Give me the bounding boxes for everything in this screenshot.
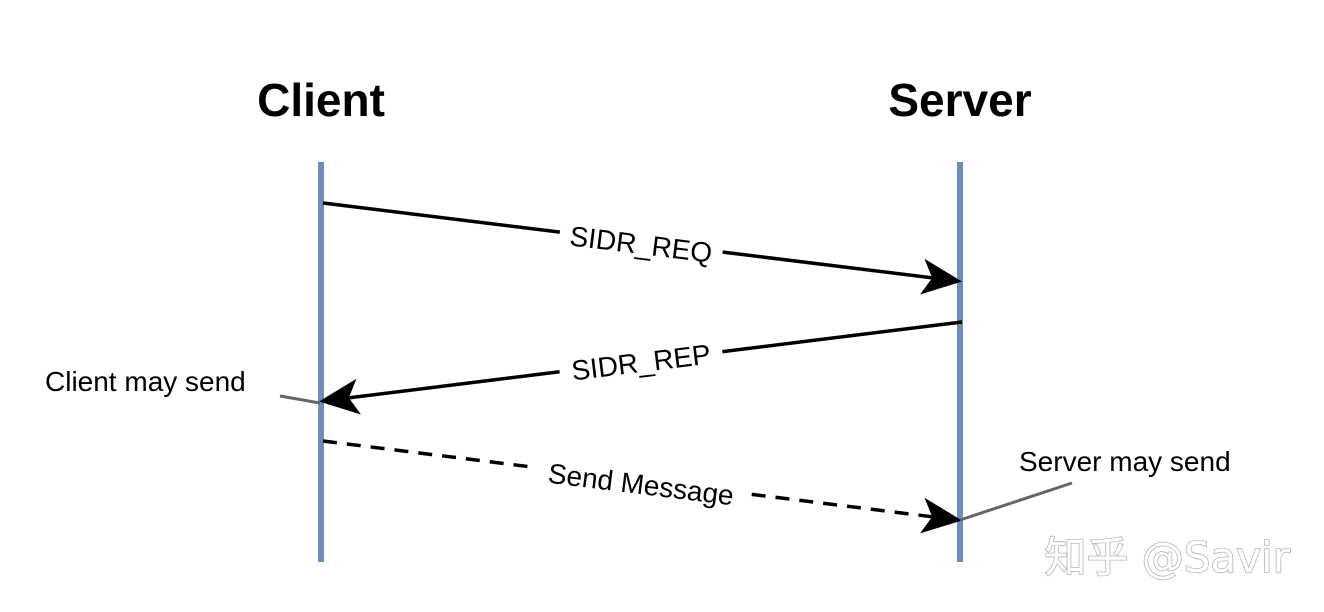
- client-title: Client: [257, 74, 385, 126]
- client-note-connector: [279, 394, 321, 405]
- client-note: Client may send: [45, 366, 246, 397]
- send-message-label: Send Message: [546, 458, 735, 512]
- server-note-connector: [959, 481, 1073, 522]
- server-note: Server may send: [1019, 446, 1231, 477]
- watermark-text: 知乎 @Savir: [1044, 533, 1290, 582]
- reply-label-background: [557, 334, 725, 390]
- request-label-background: [557, 216, 725, 272]
- server-title: Server: [888, 74, 1031, 126]
- send-label-background: [531, 452, 751, 516]
